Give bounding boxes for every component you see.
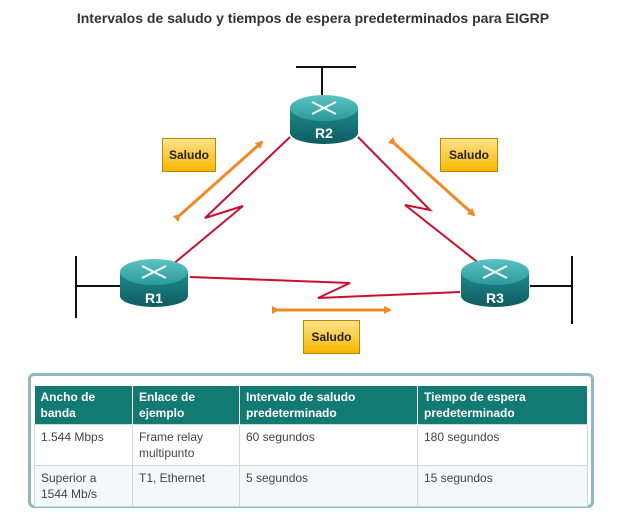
table-row: Superior a 1544 Mb/s T1, Ethernet 5 segu…: [34, 465, 588, 507]
header-bandwidth: Ancho de banda: [34, 386, 133, 425]
table-header-row: Ancho de banda Enlace de ejemplo Interva…: [34, 386, 588, 425]
hello-arrows: [172, 137, 476, 314]
hello-label-bottom: Saludo: [303, 320, 360, 354]
header-example-link: Enlace de ejemplo: [132, 386, 240, 425]
hello-label-right: Saludo: [440, 138, 498, 172]
router-r2[interactable]: R2: [290, 95, 358, 144]
router-label-r2: R2: [315, 125, 333, 141]
diagram-title: Intervalos de saludo y tiempos de espera…: [76, 10, 550, 26]
hello-arrow-right: [387, 137, 476, 217]
cell-example-link: T1, Ethernet: [132, 465, 240, 507]
header-hello-interval: Intervalo de saludo predeterminado: [239, 386, 418, 425]
timers-table-panel: Ancho de banda Enlace de ejemplo Interva…: [28, 373, 594, 508]
cell-hold-time: 180 segundos: [417, 424, 588, 466]
router-icon: [311, 101, 337, 115]
cell-hold-time: 15 segundos: [417, 465, 588, 507]
link-r1-r3: [189, 276, 461, 299]
cell-bandwidth: Superior a 1544 Mb/s: [34, 465, 133, 507]
router-label-r3: R3: [486, 290, 504, 306]
hello-arrow-left: [172, 140, 264, 222]
cell-hello-interval: 5 segundos: [239, 465, 418, 507]
header-hold-time: Tiempo de espera predeterminado: [417, 386, 588, 425]
router-r1[interactable]: R1: [120, 259, 188, 307]
network-diagram: R2 R1 R3: [75, 66, 573, 324]
cell-bandwidth: 1.544 Mbps: [34, 424, 133, 466]
cell-example-link: Frame relay multipunto: [132, 424, 240, 466]
hello-label-left: Saludo: [162, 138, 216, 172]
router-label-r1: R1: [145, 290, 163, 306]
router-icon: [482, 265, 508, 279]
ethernet-stubs: [75, 66, 573, 324]
router-icon: [141, 265, 167, 279]
router-r3[interactable]: R3: [461, 259, 529, 307]
cell-hello-interval: 60 segundos: [239, 424, 418, 466]
timers-table: Ancho de banda Enlace de ejemplo Interva…: [34, 386, 588, 507]
table-row: 1.544 Mbps Frame relay multipunto 60 seg…: [34, 424, 588, 466]
